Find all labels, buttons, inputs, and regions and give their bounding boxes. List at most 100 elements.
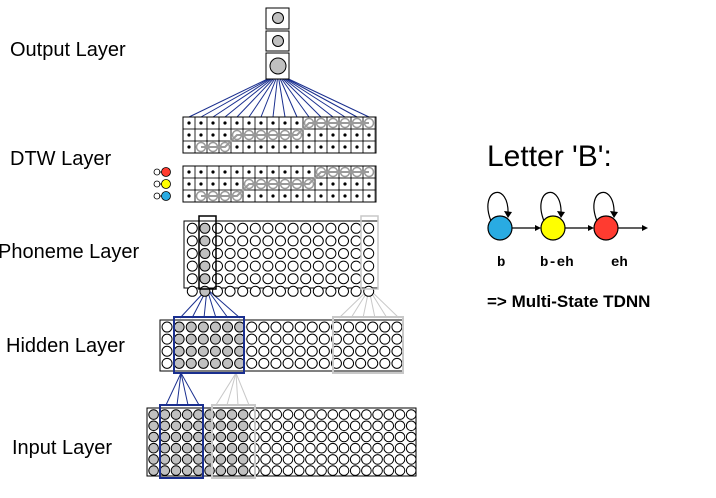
node xyxy=(338,248,349,259)
node xyxy=(361,465,372,476)
node xyxy=(275,260,286,272)
dtw-dot xyxy=(307,170,311,174)
arrowhead xyxy=(557,211,565,218)
state-label-b: b xyxy=(497,255,505,271)
node xyxy=(186,260,198,272)
output-connection xyxy=(260,73,279,118)
node xyxy=(361,409,372,420)
node xyxy=(391,333,403,345)
node xyxy=(325,235,337,247)
node xyxy=(224,222,236,234)
node xyxy=(271,454,283,465)
hidden-input-connection-faded xyxy=(235,372,250,406)
node xyxy=(237,235,249,247)
node xyxy=(170,465,182,476)
output-connection xyxy=(277,73,346,118)
node xyxy=(224,235,236,247)
node xyxy=(405,442,417,454)
node xyxy=(355,321,367,333)
dtw-dot xyxy=(199,133,203,137)
node xyxy=(215,409,227,420)
dtw-dot xyxy=(211,133,215,137)
output-connection xyxy=(277,73,370,118)
node xyxy=(193,431,204,443)
dtw-dot xyxy=(211,170,215,174)
node xyxy=(222,333,234,345)
node xyxy=(237,285,249,297)
output-connection xyxy=(272,73,279,118)
dtw-dot xyxy=(367,194,371,198)
node xyxy=(305,454,316,465)
node xyxy=(159,409,171,420)
node xyxy=(306,333,318,345)
node xyxy=(305,409,316,420)
dtw-alignment-path xyxy=(201,122,369,148)
node xyxy=(275,235,286,247)
hidden-input-connection-faded xyxy=(235,372,239,406)
node xyxy=(327,431,339,443)
phoneme-hidden-connection-faded xyxy=(368,288,400,319)
node xyxy=(349,431,361,443)
node xyxy=(287,248,299,259)
dtw-dot xyxy=(199,182,203,186)
node xyxy=(363,235,375,247)
phoneme-window-faded xyxy=(360,215,379,290)
node xyxy=(209,333,221,345)
node xyxy=(262,248,274,259)
node xyxy=(148,454,159,465)
dtw-dot xyxy=(331,145,335,149)
node xyxy=(148,420,159,432)
node xyxy=(275,273,286,285)
node xyxy=(212,235,223,247)
node xyxy=(350,222,362,234)
node xyxy=(318,321,330,333)
node xyxy=(361,442,372,454)
node xyxy=(367,333,379,345)
node xyxy=(161,333,173,345)
node xyxy=(159,420,171,432)
node xyxy=(287,285,299,297)
node xyxy=(270,357,282,369)
node xyxy=(186,222,198,234)
node xyxy=(282,409,294,420)
node xyxy=(186,273,198,285)
hidden-input-connection xyxy=(176,372,182,406)
node xyxy=(372,454,383,465)
node xyxy=(271,431,283,443)
node xyxy=(270,333,282,345)
node xyxy=(391,345,403,357)
node xyxy=(338,431,350,443)
dtw-state-node xyxy=(161,167,171,177)
node xyxy=(383,409,395,420)
output-node xyxy=(272,12,284,24)
node xyxy=(193,420,204,432)
node xyxy=(379,357,391,369)
node xyxy=(186,235,198,247)
self-loop-arrow xyxy=(487,191,509,222)
node xyxy=(148,431,159,443)
node xyxy=(222,357,234,369)
node xyxy=(312,273,324,285)
node xyxy=(262,222,274,234)
state-node xyxy=(593,215,619,241)
node xyxy=(282,454,294,465)
node xyxy=(394,442,406,454)
node xyxy=(275,248,286,259)
output-connection xyxy=(224,73,279,118)
node xyxy=(226,465,238,476)
node xyxy=(282,321,294,333)
node xyxy=(249,235,261,247)
node xyxy=(355,345,367,357)
node xyxy=(237,454,249,465)
node xyxy=(249,248,261,259)
hidden-window-faded xyxy=(332,316,404,374)
node xyxy=(355,357,367,369)
dtw-dot xyxy=(343,145,347,149)
dtw-dot xyxy=(259,121,263,125)
node xyxy=(258,321,270,333)
node xyxy=(294,321,306,333)
dtw-dot xyxy=(247,170,251,174)
node xyxy=(260,431,271,443)
node xyxy=(372,409,383,420)
